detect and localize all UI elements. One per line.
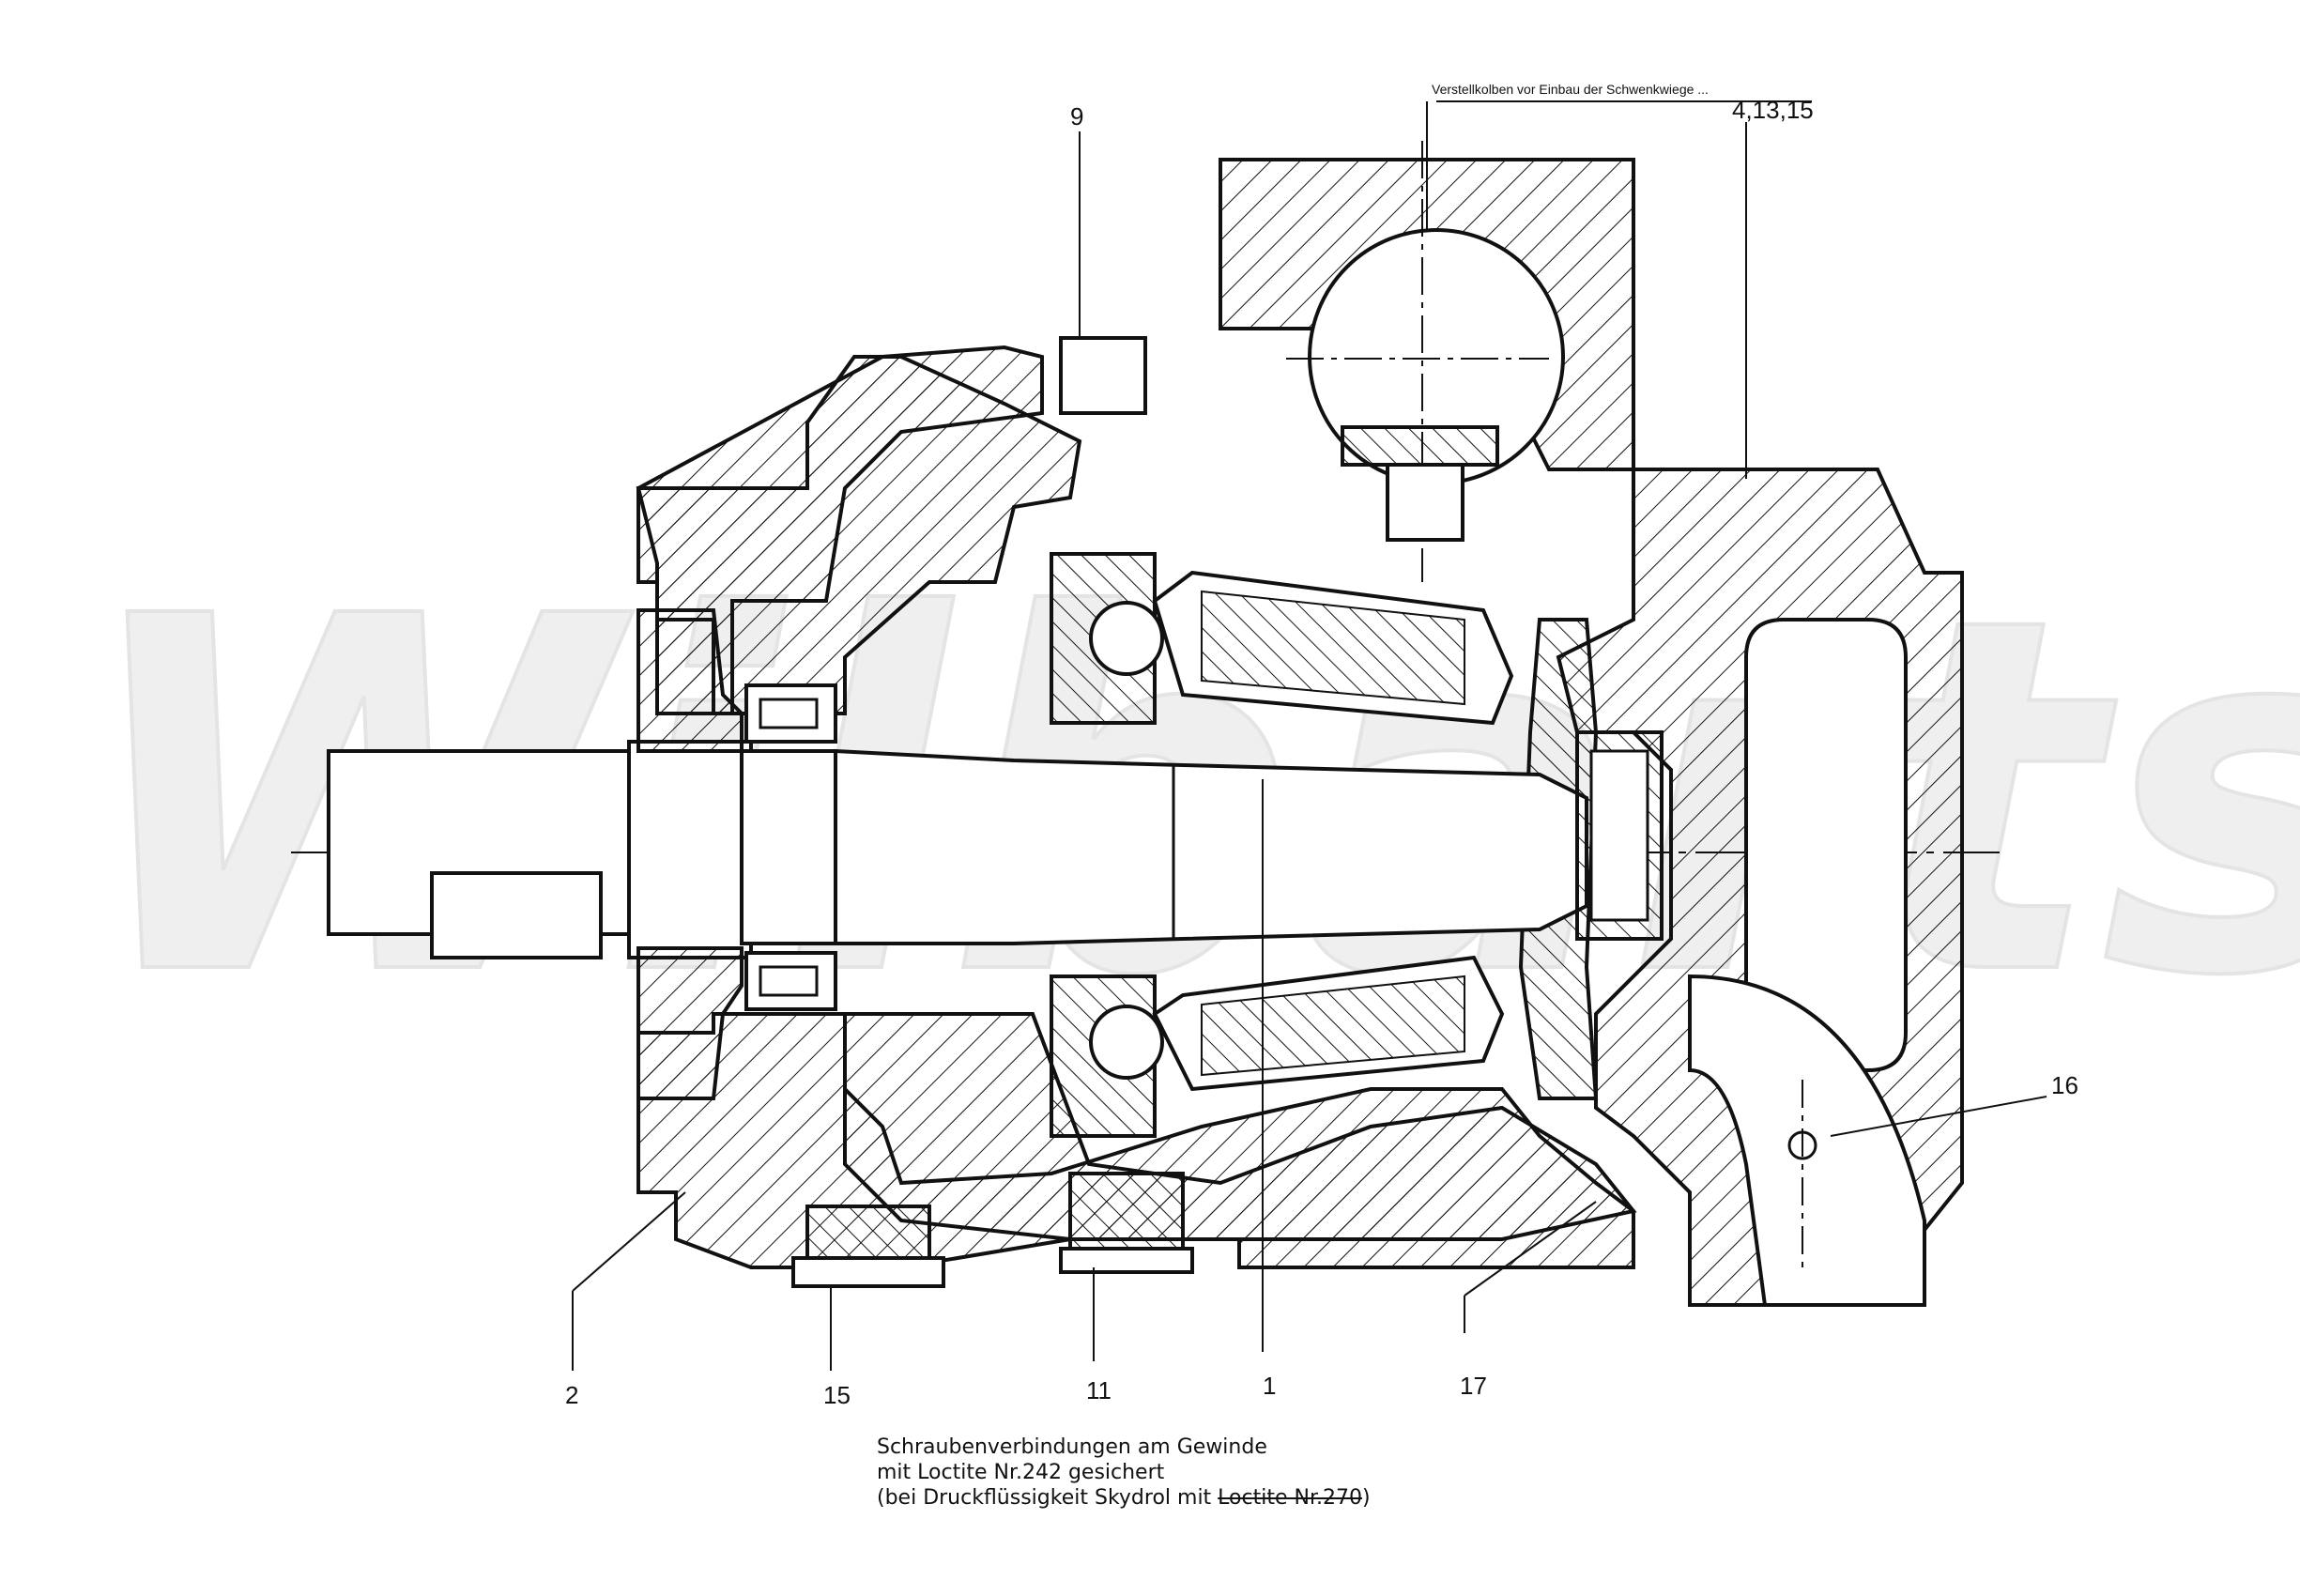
piston-lower <box>1089 955 1505 1092</box>
assembly-note-line-3a: (bei Druckflüssigkeit Skydrol mit <box>877 1486 1219 1510</box>
plug-11-head <box>1059 1247 1194 1274</box>
leader-lines <box>572 100 2047 1371</box>
callout-9: 9 <box>1070 102 1083 130</box>
callout-11: 11 <box>1086 1376 1112 1404</box>
end-cover-cavity <box>1744 618 1908 1072</box>
assembly-note-line-2: mit Loctite Nr.242 gesichert <box>877 1461 1165 1484</box>
plug-15-head <box>791 1256 945 1288</box>
assembly-note-line-3b: Loctite Nr.270 <box>1218 1486 1362 1510</box>
callout-1: 1 <box>1263 1372 1276 1400</box>
rear-bearing <box>1575 730 1664 941</box>
shaft-seal-housing <box>636 608 744 1100</box>
callout-2: 2 <box>565 1381 578 1409</box>
top-note: Verstellkolben vor Einbau der Schwenkwie… <box>1432 82 1709 97</box>
plug-11 <box>1068 1172 1185 1251</box>
piston-upper <box>1089 570 1514 726</box>
callout-17: 17 <box>1460 1372 1487 1400</box>
control-piston-cap <box>1341 425 1499 467</box>
assembly-note: Schraubenverbindungen am Gewinde mit Loc… <box>877 1435 1371 1511</box>
front-bearing <box>744 683 837 1011</box>
callout-15: 15 <box>823 1381 851 1409</box>
callout-16: 16 <box>2051 1071 2078 1099</box>
callout-4-13-15: 4,13,15 <box>1732 96 1814 124</box>
control-piston-stem <box>1386 463 1464 542</box>
assembly-note-line-3c: ) <box>1361 1486 1371 1510</box>
screw-9 <box>1059 336 1147 415</box>
drive-shaft <box>327 740 1588 1352</box>
assembly-note-line-1: Schraubenverbindungen am Gewinde <box>877 1435 1267 1459</box>
